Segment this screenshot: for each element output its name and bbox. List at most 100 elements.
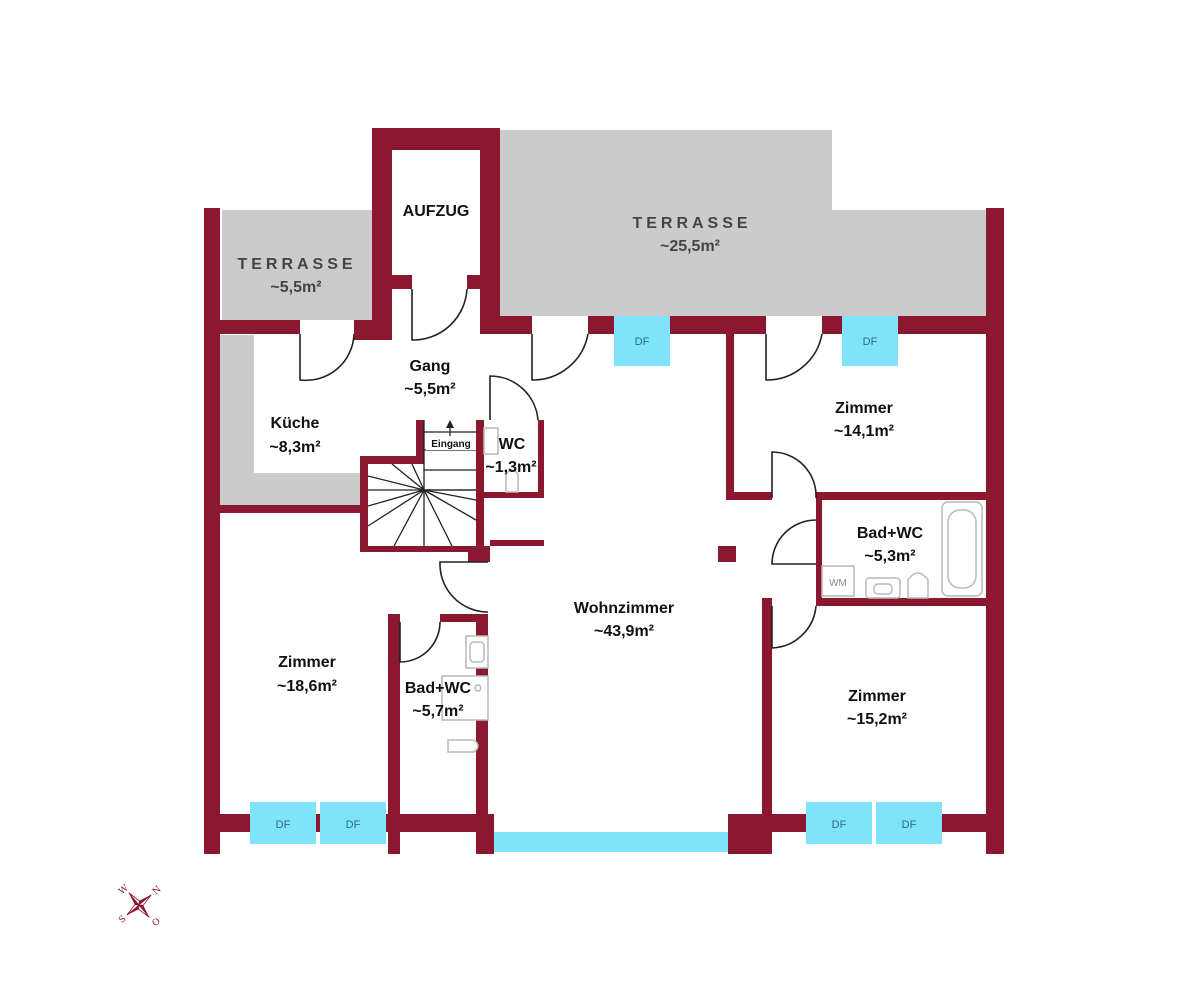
walls-part bbox=[822, 316, 842, 334]
walls-part bbox=[490, 540, 544, 546]
fixtures-part bbox=[873, 583, 893, 595]
staircase-part bbox=[393, 489, 425, 547]
walls-part bbox=[204, 320, 300, 334]
zimmer-se-area: ~15,2m² bbox=[847, 711, 907, 728]
staircase-part bbox=[391, 463, 425, 491]
walls-part bbox=[204, 208, 220, 854]
shower bbox=[441, 675, 489, 721]
compass-rose-part bbox=[128, 892, 140, 906]
zimmer-sw-area: ~18,6m² bbox=[277, 678, 337, 695]
walls-part bbox=[480, 128, 500, 334]
doors-part bbox=[439, 561, 489, 613]
terrasse-small-name: TERRASSE bbox=[237, 256, 356, 273]
doors-part bbox=[489, 375, 539, 421]
kueche-area: ~8,3m² bbox=[269, 439, 320, 456]
walls-part bbox=[467, 275, 500, 289]
zimmer-sw-name: Zimmer bbox=[278, 654, 336, 671]
walls-part bbox=[360, 456, 368, 552]
walls-part bbox=[386, 814, 494, 832]
walls-part bbox=[726, 492, 772, 500]
doors bbox=[299, 288, 823, 663]
dachfenster-6 bbox=[876, 802, 942, 844]
dachfenster-label-5: DF bbox=[832, 819, 847, 831]
staircase-part bbox=[423, 489, 453, 547]
doors-part bbox=[531, 333, 589, 381]
kueche-name: Küche bbox=[271, 415, 320, 432]
kitchen-counter-bottom bbox=[220, 473, 362, 505]
bad-wc-east-name: Bad+WC bbox=[857, 525, 924, 542]
dachfenster-label-2: DF bbox=[863, 336, 878, 348]
staircase: Eingang bbox=[367, 420, 477, 547]
bad-south-toilet bbox=[447, 739, 479, 753]
wohnzimmer-name: Wohnzimmer bbox=[574, 600, 674, 617]
aufzug-label: AUFZUG bbox=[403, 203, 470, 220]
terrasse-small-area: ~5,5m² bbox=[270, 279, 321, 296]
column bbox=[718, 546, 736, 562]
compass-rose: W N O S bbox=[117, 883, 164, 929]
compass-w: W bbox=[117, 883, 131, 897]
doors-part bbox=[771, 519, 817, 565]
walls-part bbox=[204, 814, 250, 832]
fixtures-part bbox=[469, 641, 485, 663]
compass-rose-part bbox=[138, 894, 152, 906]
compass-s: S bbox=[117, 914, 128, 926]
dachfenster-3 bbox=[250, 802, 316, 844]
fixtures: WM bbox=[441, 427, 983, 753]
compass-rose-part bbox=[126, 904, 140, 916]
zimmer-ne-area: ~14,1m² bbox=[834, 423, 894, 440]
wc-area: ~1,3m² bbox=[485, 459, 536, 476]
staircase-part bbox=[426, 436, 476, 450]
doors-part bbox=[299, 333, 355, 382]
wc-name: WC bbox=[499, 436, 526, 453]
staircase-part bbox=[367, 489, 425, 527]
dachfenster-4 bbox=[320, 802, 386, 844]
compass-n: N bbox=[151, 885, 164, 898]
doors-part bbox=[399, 621, 441, 663]
doors-part bbox=[411, 288, 468, 341]
dachfenster-5 bbox=[806, 802, 872, 844]
walls-part bbox=[480, 316, 532, 334]
walls-part bbox=[360, 456, 422, 464]
walls-part bbox=[360, 546, 488, 552]
washing-machine bbox=[821, 565, 855, 597]
walls-part bbox=[940, 814, 988, 832]
walls-part bbox=[440, 614, 488, 622]
walls-part bbox=[372, 128, 392, 340]
walls-part bbox=[762, 598, 772, 854]
terrace-large-floor bbox=[500, 130, 832, 316]
doors-part bbox=[765, 333, 823, 381]
dachfenster-label-3: DF bbox=[276, 819, 291, 831]
walls-part bbox=[388, 614, 400, 854]
walls-part bbox=[816, 492, 986, 500]
walls-part bbox=[986, 208, 1004, 854]
walls bbox=[204, 128, 1004, 854]
dachfenster-1 bbox=[614, 316, 670, 366]
terrace-large-floor-ext bbox=[832, 210, 986, 316]
zimmer-se-name: Zimmer bbox=[848, 688, 906, 705]
walls-part bbox=[204, 505, 364, 513]
walls-part bbox=[476, 420, 482, 498]
windows: DF DF DF DF DF DF bbox=[250, 316, 942, 852]
walls-part bbox=[726, 334, 734, 498]
staircase-part bbox=[411, 463, 425, 491]
glazing-wohnzimmer bbox=[494, 832, 728, 852]
bad-wc-south-name: Bad+WC bbox=[405, 680, 472, 697]
walls-part bbox=[372, 128, 500, 150]
bad-wc-east-area: ~5,3m² bbox=[864, 548, 915, 565]
bad-east-toilet bbox=[907, 572, 929, 599]
walls-part bbox=[816, 492, 822, 604]
staircase-part bbox=[423, 489, 477, 521]
wc-toilet bbox=[505, 469, 519, 493]
wc-sink bbox=[483, 427, 499, 455]
zimmer-ne-name: Zimmer bbox=[835, 400, 893, 417]
walls-part bbox=[816, 598, 986, 606]
walls-part bbox=[768, 814, 806, 832]
terrasse-large-area: ~25,5m² bbox=[660, 238, 720, 255]
terrace-areas bbox=[220, 130, 986, 505]
walls-part bbox=[588, 316, 614, 334]
fixtures-part bbox=[474, 684, 482, 692]
staircase-part bbox=[368, 464, 476, 546]
doors-part bbox=[771, 605, 817, 649]
gang-area: ~5,5m² bbox=[404, 381, 455, 398]
